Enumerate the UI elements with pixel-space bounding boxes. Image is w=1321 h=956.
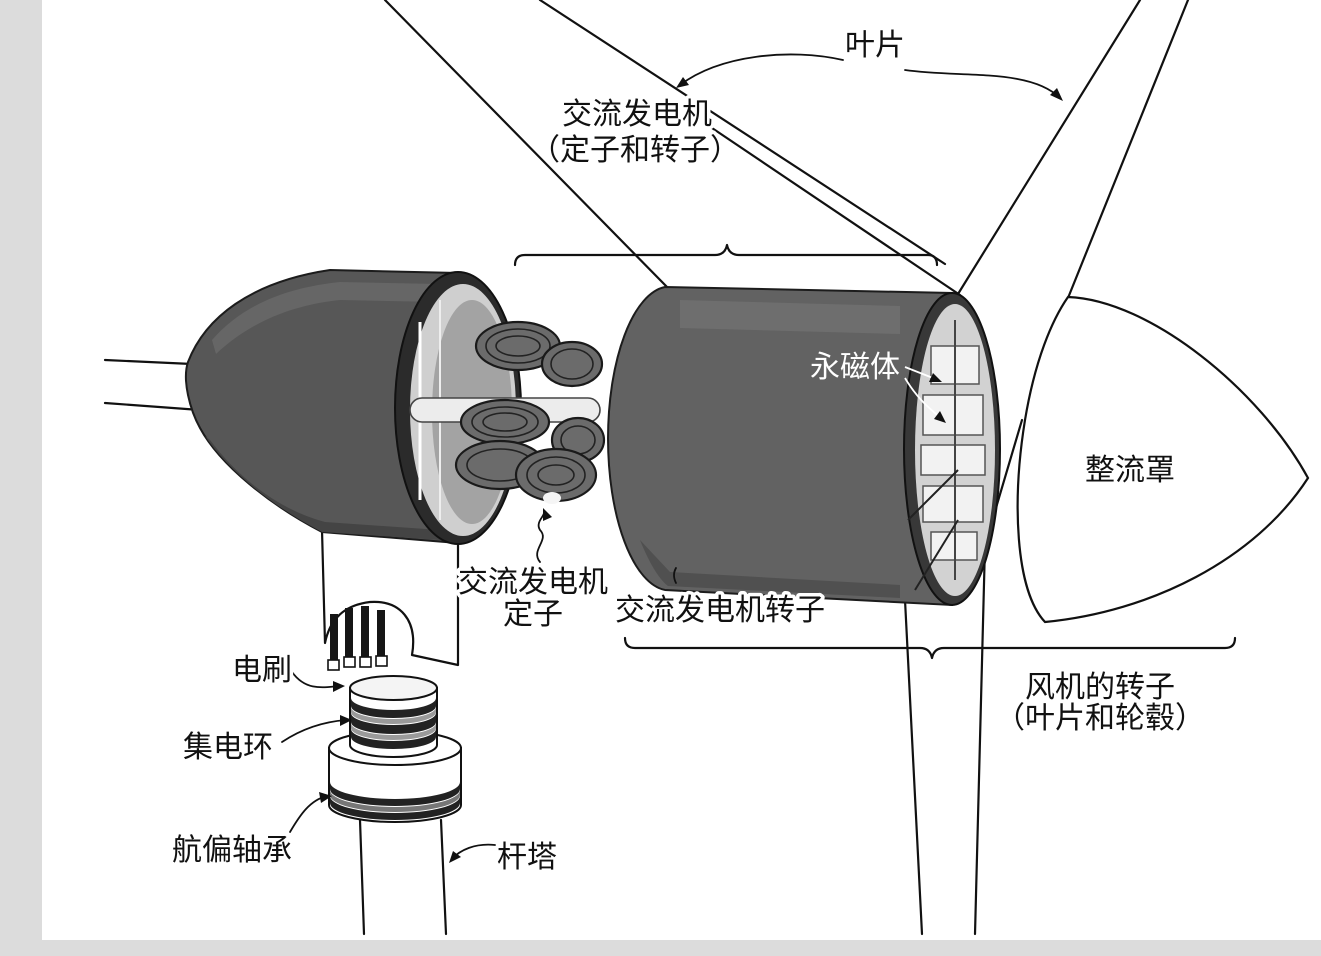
upper-left-blade-edge-steep [383, 0, 670, 290]
coil-highlight [543, 492, 561, 504]
leader-lines [281, 53, 1063, 863]
generator-rotor-leader [673, 567, 677, 584]
slip-ring-top [349, 675, 438, 701]
label-permanent-magnet: 永磁体 [810, 350, 900, 385]
stator-coils [454, 320, 606, 504]
label-generator-subtitle: （定子和转子） [530, 133, 740, 168]
coil-winding [471, 406, 539, 438]
nacelle-shadow [205, 436, 440, 540]
slip-ring-leader [281, 719, 347, 743]
generator-bracket [513, 243, 939, 267]
tower [358, 818, 448, 936]
tower-edge-right [439, 818, 448, 936]
arrowhead [333, 681, 345, 692]
upper-left-blade-edge-long [538, 0, 947, 266]
coil-winding [482, 412, 528, 432]
magnet-strut [914, 519, 959, 591]
arrowhead [449, 851, 461, 863]
brush-bar [330, 614, 338, 660]
rotor-shadow [640, 540, 900, 598]
label-stator-line1: 交流发电机 [458, 565, 608, 600]
slip-ring-band [351, 723, 436, 740]
magnet [922, 485, 984, 523]
blade-leader-left [679, 53, 844, 86]
arrowhead [1050, 88, 1063, 101]
label-spinner: 整流罩 [1085, 453, 1175, 488]
label-turbine-rotor-line1: 风机的转子 [1025, 670, 1175, 705]
label-yaw-bearing: 航偏轴承 [172, 833, 292, 868]
generator-rotor [607, 285, 1001, 607]
arrowhead [340, 715, 352, 726]
slip-ring-band [351, 707, 436, 724]
brush-contact [359, 656, 372, 668]
upper-left-blade-edge-inner [710, 126, 962, 297]
stator-leader [536, 511, 545, 563]
brush-bar [377, 610, 385, 660]
tower-edge-left [358, 818, 366, 936]
upper-right-blade-edge-left [956, 0, 1142, 296]
upper-right-blade-edge-right [1066, 0, 1190, 300]
label-slip-ring: 集电环 [183, 730, 273, 765]
arrowhead [543, 508, 552, 521]
label-generator-title: 交流发电机 [562, 97, 712, 132]
coil-winding [537, 464, 575, 486]
labels: 叶片 交流发电机 （定子和转子） 永磁体 整流罩 交流发电机 定子 交流发电机转… [169, 25, 1209, 879]
coil-winding [550, 348, 594, 380]
rotor-highlight [680, 300, 900, 334]
slip-ring-band [351, 729, 436, 749]
arrowhead [934, 411, 946, 423]
yaw-bearing-band [330, 782, 460, 806]
label-stator-line2: 定子 [503, 597, 563, 632]
arrowhead [929, 373, 942, 382]
lower-blade-edge-left [903, 598, 924, 936]
magnet-strut [907, 469, 959, 521]
label-blade: 叶片 [845, 28, 905, 63]
label-tower: 杆塔 [497, 840, 557, 875]
yaw-bearing-band [330, 796, 460, 820]
shaft-line-bottom [103, 401, 202, 412]
tower-upper-column [320, 528, 460, 671]
coil-winding [495, 335, 541, 357]
brush-bar [345, 608, 353, 660]
brush-contact [327, 659, 340, 671]
arrowhead [676, 77, 689, 88]
brush-bar [361, 606, 369, 660]
label-generator-rotor: 交流发电机转子 [615, 593, 825, 628]
slip-ring-band [351, 698, 436, 718]
turbine-rotor-bracket [623, 636, 1237, 660]
nacelle-highlight [212, 282, 440, 354]
yaw-bearing-band [330, 790, 460, 812]
brushes [327, 606, 388, 671]
label-brush: 电刷 [232, 653, 292, 688]
slip-ring-band [351, 713, 436, 734]
magnet-hub [920, 444, 986, 476]
blade-leader-right [904, 69, 1061, 99]
brush-contact [375, 655, 388, 667]
main-shaft-lines [103, 358, 202, 412]
spinner [1016, 295, 1310, 624]
label-turbine-rotor-line2: （叶片和轮毂） [995, 701, 1205, 736]
brackets [513, 243, 1237, 660]
arrowhead [319, 792, 332, 803]
magnet [922, 394, 984, 436]
permanent-magnets [907, 320, 986, 591]
brush-contact [343, 656, 356, 668]
generator-rotor-body [607, 285, 953, 607]
shaft-line-top [103, 358, 194, 366]
slip-ring [349, 675, 438, 758]
coil-winding [485, 328, 551, 364]
